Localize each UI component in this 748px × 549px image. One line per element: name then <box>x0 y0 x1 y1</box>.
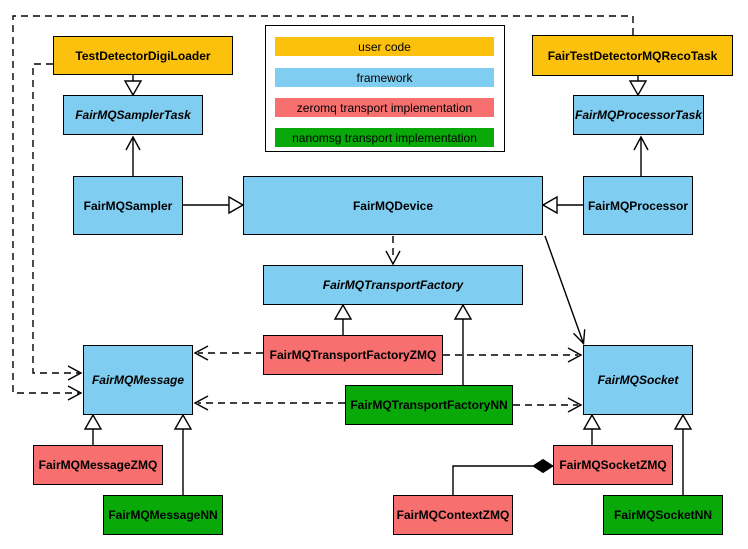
node-fairmqtransportfactory: FairMQTransportFactory <box>263 265 523 305</box>
edge-inheritance-factoryzmq-factory <box>333 303 353 335</box>
edge-dependency-factorynn-message <box>193 395 345 411</box>
node-fairmqsocket: FairMQSocket <box>583 345 693 415</box>
legend-item-nanomsg: nanomsg transport implementation <box>275 128 494 147</box>
node-fairmqmessagenn: FairMQMessageNN <box>103 495 223 535</box>
node-fairmqmessagezmq: FairMQMessageZMQ <box>33 445 163 485</box>
node-fairmqsampler: FairMQSampler <box>73 176 183 235</box>
edge-dependency-factoryzmq-socket <box>443 347 583 363</box>
edge-association-device-socket <box>544 235 586 346</box>
legend-box: user code framework zeromq transport imp… <box>265 25 505 152</box>
edge-inheritance-messagezmq-message <box>83 413 103 445</box>
node-fairmqtransportfactoryzmq: FairMQTransportFactoryZMQ <box>263 335 443 375</box>
edge-inheritance-socketzmq-socket <box>582 413 602 445</box>
edge-dependency-device-factory <box>385 236 401 266</box>
edge-inheritance-socketnn-socket <box>673 413 693 495</box>
node-fairmqsamplertask: FairMQSamplerTask <box>63 95 203 135</box>
edge-dependency-digiloader-message <box>32 63 83 381</box>
node-fairmqsocketzmq: FairMQSocketZMQ <box>553 445 673 485</box>
edge-dependency-factoryzmq-message <box>193 345 263 361</box>
edge-association-processor-processortask <box>633 135 649 176</box>
edge-inheritance-processor-device <box>541 195 583 215</box>
node-fairmqdevice: FairMQDevice <box>243 176 543 235</box>
edge-inheritance-factorynn-factory <box>453 303 473 385</box>
node-testdetectordigiloader: TestDetectorDigiLoader <box>53 36 233 75</box>
edge-composition-socketzmq-contextzmq <box>452 458 554 495</box>
node-fairmqmessage: FairMQMessage <box>83 345 193 415</box>
node-fairmqprocessortask: FairMQProcessorTask <box>573 95 704 135</box>
edge-dependency-recotask-message <box>12 15 634 401</box>
node-fairmqcontextzmq: FairMQContextZMQ <box>393 495 513 535</box>
legend-item-zeromq: zeromq transport implementation <box>275 98 494 117</box>
edge-inheritance-digiloader-samplertask <box>123 75 143 97</box>
node-fairmqsocketnn: FairMQSocketNN <box>603 495 723 535</box>
node-fairtestdetectormqrecotask: FairTestDetectorMQRecoTask <box>532 35 733 76</box>
node-fairmqprocessor: FairMQProcessor <box>583 176 693 235</box>
edge-inheritance-messagenn-message <box>173 413 193 495</box>
edge-dependency-factorynn-socket <box>513 397 583 413</box>
legend-item-framework: framework <box>275 68 494 87</box>
node-fairmqtransportfactorynn: FairMQTransportFactoryNN <box>345 385 513 425</box>
legend-item-user-code: user code <box>275 37 494 56</box>
edge-association-sampler-samplertask <box>125 135 141 176</box>
edge-inheritance-recotask-processortask <box>628 76 648 97</box>
edge-inheritance-sampler-device <box>183 195 245 215</box>
